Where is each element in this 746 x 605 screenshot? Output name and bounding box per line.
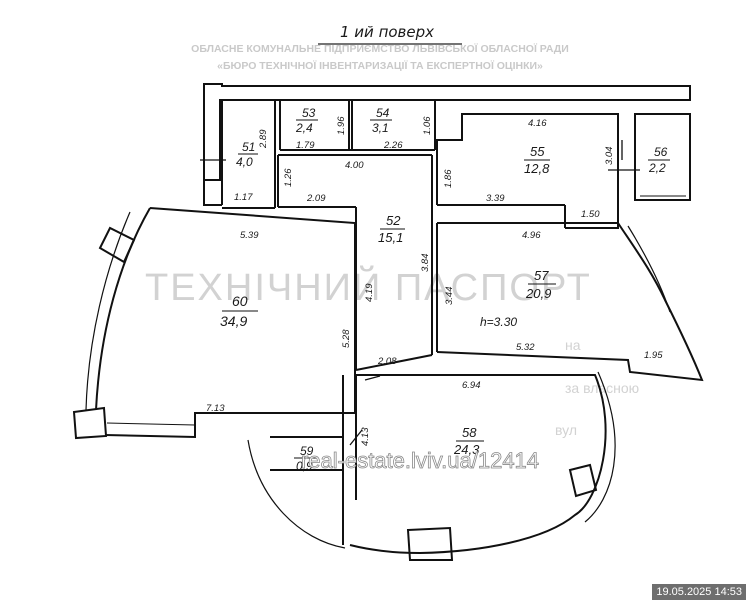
room-60-walls: [104, 207, 356, 439]
dim-3-84: 3.84: [420, 254, 431, 273]
dim-3-39: 3.39: [486, 193, 505, 204]
floor-title: 1 ий поверх: [340, 23, 434, 41]
room-57-number: 57: [534, 268, 549, 283]
room-56-walls: [634, 113, 691, 201]
room-54-area: 3,1: [372, 121, 389, 135]
dim-4-19: 4.19: [364, 283, 375, 302]
dim-7-13: 7.13: [206, 403, 225, 414]
dim-4-16: 4.16: [528, 118, 547, 129]
passport-background-text: ТЕХНІЧНИЙ ПАСПОРТ: [145, 264, 592, 309]
room-53-number: 53: [302, 106, 316, 120]
room-60-curved-wall: [95, 207, 151, 411]
date-time-stamp: 19.05.2025 14:53: [652, 584, 746, 600]
scan-header-line-2: «БЮРО ТЕХНІЧНОЇ ІНВЕНТАРИЗАЦІЇ ТА ЕКСПЕР…: [217, 59, 543, 72]
dim-3-04: 3.04: [604, 147, 615, 166]
dim-1-96: 1.96: [336, 116, 347, 135]
room-57-area: 20,9: [525, 286, 551, 301]
room-55-number: 55: [530, 144, 545, 159]
column-bottom: [406, 526, 454, 561]
walls: [72, 83, 704, 561]
room-59-number: 59: [300, 444, 314, 458]
dim-1-50: 1.50: [581, 209, 600, 220]
background-text-vlasnyk: за власною: [565, 380, 639, 396]
room-51-area: 4,0: [236, 155, 253, 169]
room-51-number: 51: [242, 140, 255, 154]
room-56-number: 56: [654, 145, 668, 159]
room-58-area: 24,3: [453, 442, 480, 457]
room-55-walls: [436, 113, 619, 229]
dim-1-79: 1.79: [296, 140, 315, 151]
dim-2-26: 2.26: [383, 140, 403, 151]
dim-6-94: 6.94: [462, 380, 481, 391]
door-marks: [200, 140, 640, 446]
room-56-area: 2,2: [648, 161, 666, 175]
dim-4-00: 4.00: [345, 160, 364, 171]
dim-4-13: 4.13: [360, 427, 371, 446]
dim-1-17: 1.17: [234, 192, 253, 203]
background-text-street: вул: [555, 422, 577, 438]
dim-2-89: 2.89: [258, 129, 269, 149]
room-52-area: 15,1: [378, 230, 403, 245]
dim-1-26: 1.26: [283, 168, 294, 187]
room-58-walls: [349, 374, 607, 555]
room-labels: 51 4,0 52 15,1 53 2,4 54 3,1 55 12,8 56 …: [220, 106, 670, 473]
room-60-number: 60: [232, 293, 248, 309]
dim-5-32: 5.32: [516, 342, 535, 353]
dim-5-39: 5.39: [240, 230, 259, 241]
background-text-na: на: [565, 337, 581, 353]
dim-4-96: 4.96: [522, 230, 541, 241]
column-left: [98, 226, 136, 264]
dim-5-28: 5.28: [341, 329, 352, 348]
wall-51-left: [203, 180, 222, 206]
dim-1-06: 1.06: [422, 116, 433, 135]
room-52-number: 52: [386, 213, 401, 228]
room-54-number: 54: [376, 106, 390, 120]
dimension-labels: 2.89 1.79 1.96 2.26 1.06 4.00 1.26 1.17 …: [206, 116, 663, 446]
scan-header-line-1: ОБЛАСНЕ КОМУНАЛЬНЕ ПІДПРИЄМСТВО ЛЬВІВСЬК…: [191, 42, 569, 55]
room-60-area: 34,9: [220, 313, 247, 329]
column-bottom-left: [72, 406, 108, 440]
dim-1-86: 1.86: [443, 169, 454, 188]
dim-3-44: 3.44: [444, 287, 455, 306]
site-watermark: real-estate.lviv.ua/12414: [301, 448, 539, 473]
room-59-area: 0,9: [296, 459, 313, 473]
room-55-area: 12,8: [524, 161, 550, 176]
room-53-area: 2,4: [295, 121, 313, 135]
top-exterior-wall: [203, 83, 691, 181]
dim-2-08: 2.08: [377, 356, 397, 367]
room-58-number: 58: [462, 425, 477, 440]
dim-2-09: 2.09: [306, 193, 326, 204]
ceiling-height: h=3.30: [480, 315, 517, 329]
column-right: [568, 463, 598, 498]
dim-1-95: 1.95: [644, 350, 663, 361]
